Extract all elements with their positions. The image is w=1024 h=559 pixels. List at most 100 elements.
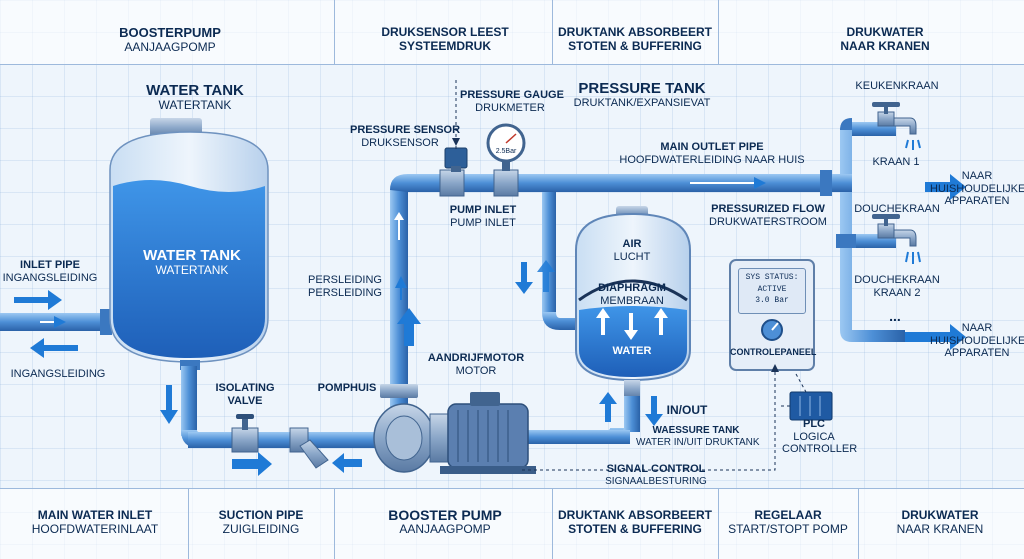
distribution-pipe	[832, 118, 905, 342]
outlet1-label: NAAR HUISHOUDELIJKE APPARATEN	[930, 170, 1024, 208]
main-outlet-label: MAIN OUTLET PIPE HOOFDWATERLEIDING NAAR …	[612, 141, 812, 166]
inlet-label: INLET PIPE INGANGSLEIDING	[0, 259, 100, 284]
plc-line2: LOGICA	[793, 430, 835, 443]
header-col4: DRUKWATER NAAR KRANEN	[800, 25, 970, 54]
footer-col3-subtitle: AANJAAGPOMP	[399, 522, 491, 537]
footer-col1-title: MAIN WATER INLET	[37, 508, 153, 522]
tank-inflow-arrow-icon	[599, 392, 617, 422]
tank-return-pipe	[520, 396, 640, 444]
suction-flow-right-arrow-icon	[232, 452, 272, 476]
branch-down-arrow-icon	[515, 262, 533, 294]
header-col3: DRUKTANK ABSORBEERT STOTEN & BUFFERING	[554, 25, 716, 54]
motor-subtitle: MOTOR	[455, 364, 497, 377]
riser-up-arrow-icon	[397, 308, 421, 346]
footer-divider	[188, 488, 189, 559]
isolating-valve-label: ISOLATING VALVE	[210, 382, 280, 407]
pressure-gauge-title: PRESSURE GAUGE	[460, 89, 564, 101]
pressure-sensor-icon	[444, 147, 468, 172]
persleiding-label: PERSLEIDING PERSLEIDING	[300, 274, 390, 299]
footer-divider	[334, 488, 335, 559]
tank-diaphragm-title: DIAPHRAGM	[598, 282, 666, 294]
outlet1-line3: APPARATEN	[944, 195, 1010, 208]
tank-up-arrow-icon	[596, 308, 610, 335]
footer-col1-subtitle: HOOFDWATERINLAAT	[31, 521, 159, 536]
water-tank-subtitle: WATERTANK	[158, 98, 232, 113]
water-tank-inner-title: WATER TANK	[143, 247, 241, 264]
tank-up-arrow-icon	[654, 308, 668, 335]
kitchen-tap-label: KRAAN 1	[872, 156, 920, 168]
plc-icon	[789, 391, 833, 421]
plc-line3: CONTROLLER	[782, 443, 858, 456]
pressure-sensor-title: PRESSURE SENSOR	[350, 124, 461, 136]
outlet1-line2: HUISHOUDELIJKE	[930, 182, 1024, 195]
gauge-dial-text: 2.5Bar	[495, 148, 517, 155]
footer-col5-subtitle: START/STOPT POMP	[728, 521, 848, 536]
shower-tap-icon	[872, 214, 921, 264]
water-tank-title: WATER TANK	[146, 82, 244, 99]
header-divider	[552, 0, 553, 64]
footer-divider	[858, 488, 859, 559]
water-tank-label: WATER TANK WATERTANK	[130, 82, 260, 113]
waessure-tank-title: WAESSURE TANK	[652, 425, 740, 436]
waessure-tank-label: WAESSURE TANK WATER IN/UIT DRUKTANK	[636, 425, 760, 448]
pump-housing-icon	[373, 403, 451, 473]
riser-inner-arrow-icon	[394, 212, 404, 240]
tank-branch-pipe	[542, 192, 580, 330]
plc-line1: PLC	[803, 418, 825, 430]
footer-col3: BOOSTER PUMP AANJAAGPOMP	[360, 507, 530, 537]
shower-tap-label: DOUCHEKRAAN KRAAN 2	[852, 274, 942, 299]
tank-water-label: WATER	[612, 345, 652, 357]
main-outlet-pipe	[439, 169, 840, 197]
shower-tap-sub: KRAAN 2	[873, 286, 921, 299]
outlet1-line1: NAAR	[961, 170, 993, 182]
pressure-tank-label: PRESSURE TANK DRUKTANK/EXPANSIEVAT	[568, 80, 716, 110]
pressurized-flow-label: PRESSURIZED FLOW DRUKWATERSTROOM	[708, 203, 828, 228]
header-divider	[334, 0, 335, 64]
pressurized-flow-subtitle: DRUKWATERSTROOM	[709, 215, 827, 228]
outlet2-line3: APPARATEN	[944, 347, 1010, 360]
signal-control-label: SIGNAL CONTROL SIGNAALBESTURING	[596, 463, 716, 487]
outlet-arrow-icon	[925, 174, 966, 200]
pump-inlet-label: PUMP INLET PUMP INLET	[448, 204, 518, 229]
footer-col1: MAIN WATER INLET HOOFDWATERINLAAT	[10, 508, 180, 537]
inlet-return-label: INGANGSLEIDING	[10, 368, 106, 380]
signal-line	[455, 80, 807, 471]
header-col1-title: BOOSTERPUMP	[119, 25, 221, 40]
tank-diaphragm-subtitle: MEMBRAAN	[600, 294, 664, 307]
header-col3-subtitle: STOTEN & BUFFERING	[568, 38, 702, 53]
header-col2: DRUKSENSOR LEEST SYSTEEMDRUK	[360, 25, 530, 54]
tank-down-arrow-icon	[624, 313, 638, 340]
kitchen-tap-title: KEUKENKRAAN	[855, 80, 939, 92]
kitchen-tap-icon	[872, 102, 921, 150]
signal-control-subtitle: SIGNAALBESTURING	[605, 475, 707, 487]
header-col1-subtitle: AANJAAGPOMP	[124, 39, 216, 54]
panel-status-line1: SYS STATUS:	[745, 273, 799, 282]
header-col2-title: DRUKSENSOR LEEST	[381, 25, 509, 39]
inlet-subtitle: INGANGSLEIDING	[2, 271, 98, 284]
panel-status-line3: 3.0 Bar	[755, 296, 789, 305]
outlet2-line1: NAAR	[961, 322, 993, 334]
tank-air-subtitle: LUCHT	[613, 250, 651, 263]
footer-col2: SUCTION PIPE ZUIGLEIDING	[196, 508, 326, 537]
header-band	[0, 0, 1024, 65]
outlet-arrow-icon	[905, 324, 966, 350]
pump-inlet-title: PUMP INLET	[449, 204, 517, 216]
pressure-tank-title: PRESSURE TANK	[578, 80, 706, 97]
footer-col5: REGELAAR START/STOPT POMP	[720, 508, 856, 537]
header-divider	[718, 0, 719, 64]
suction-flow-down-arrow-icon	[160, 385, 178, 424]
discharge-pipe	[380, 174, 442, 422]
motor-label: AANDRIJFMOTOR MOTOR	[426, 352, 526, 377]
inlet-title: INLET PIPE	[20, 259, 80, 271]
shower-tap-name: DOUCHEKRAAN	[854, 274, 940, 286]
inlet-flow-arrow-icon	[14, 290, 62, 310]
footer-col4: DRUKTANK ABSORBEERT STOTEN & BUFFERING	[554, 508, 716, 537]
header-col4-title: DRUKWATER	[846, 25, 924, 39]
return-flow-arrow-icon	[30, 338, 78, 358]
tank-air-title: AIR	[622, 238, 642, 250]
footer-col2-subtitle: ZUIGLEIDING	[222, 521, 300, 536]
isolating-valve-line1: ISOLATING	[215, 382, 275, 394]
more-taps-ellipsis: ...	[889, 308, 901, 324]
